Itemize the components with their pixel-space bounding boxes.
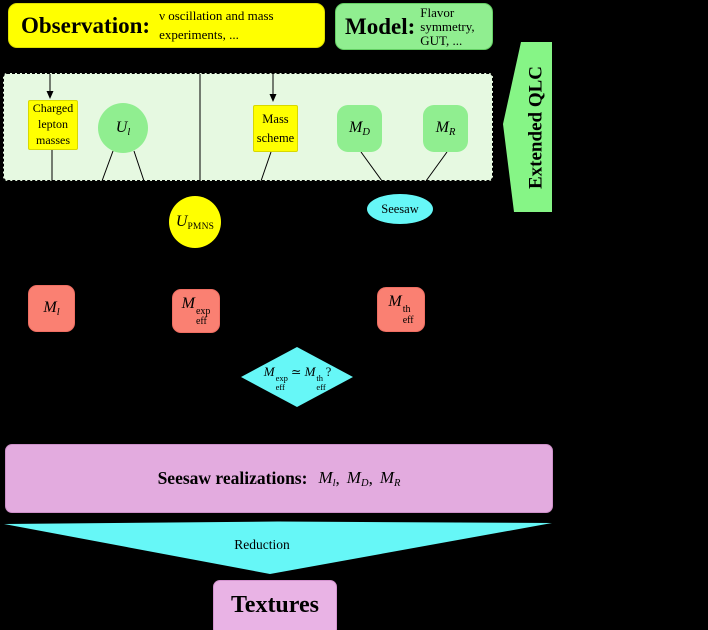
meff-th-base: M <box>388 293 402 310</box>
compare-rhs-sup: th <box>316 373 324 383</box>
edge-md-to-seesaw <box>360 151 383 182</box>
mr-sub: R <box>448 127 456 138</box>
seesaw-label: Seesaw <box>381 201 419 216</box>
sr-sep1: , <box>335 468 340 488</box>
compare-rhs-base: M <box>304 364 316 379</box>
md-sub: D <box>362 127 370 138</box>
compare-lhs-sub: eff <box>275 381 285 392</box>
meff-exp-sup: exp <box>195 305 211 317</box>
mr-label: MR <box>436 119 456 138</box>
model-box: Model: Flavor symmetry, GUT, ... <box>335 3 493 50</box>
meff-exp-sub: eff <box>195 316 207 327</box>
md-label: MD <box>349 119 370 138</box>
sr-m1-sub: l <box>332 478 336 489</box>
charged-line3: masses <box>36 132 70 147</box>
charged-line1: Charged <box>32 101 74 116</box>
model-desc-line3: GUT, ... <box>420 33 463 49</box>
upmns-sub: PMNS <box>187 221 215 232</box>
ul-label: Ul <box>116 119 130 138</box>
model-title: Model: <box>345 13 416 39</box>
model-desc-line1: Flavor <box>420 4 455 20</box>
ul-sub: l <box>127 126 131 138</box>
sr-sep2: , <box>368 468 373 488</box>
textures-box: Textures <box>213 580 337 630</box>
mr-base: M <box>435 119 449 136</box>
charged-line2: lepton <box>38 117 68 132</box>
mr-node: MR <box>423 105 468 152</box>
meff-exp-base: M <box>181 294 195 312</box>
charged-lepton-masses-label: Charged lepton masses <box>33 101 73 148</box>
seesaw-realizations-box: Seesaw realizations: Ml, MD, MR <box>5 444 553 513</box>
sr-m2-base: M <box>346 468 361 487</box>
sr-m2-sub: D <box>360 478 369 489</box>
upmns-base: U <box>175 212 188 230</box>
mass-scheme-label: Mass scheme <box>257 110 294 148</box>
seesaw-realizations-title: Seesaw realizations: <box>157 468 308 488</box>
compare-rhs-sub: eff <box>316 381 326 392</box>
charged-lepton-masses-box: Charged lepton masses <box>28 100 78 150</box>
observation-box: Observation: ν oscillation and mass expe… <box>8 3 325 48</box>
arrowhead-mass-scheme <box>269 94 277 102</box>
ul-node: Ul <box>98 103 148 153</box>
reduction-label: Reduction <box>234 537 290 552</box>
compare-relation: ≃ <box>290 365 302 379</box>
meff-th-sub: eff <box>402 314 414 326</box>
sr-m3-base: M <box>379 468 394 487</box>
upmns-node: UPMNS <box>169 196 221 248</box>
extended-qlc-arrow <box>503 42 552 212</box>
observation-title: Observation: <box>21 12 151 38</box>
compare-diamond <box>241 347 353 407</box>
seesaw-realizations-m1: Ml <box>318 468 335 489</box>
extended-qlc-label: Extended QLC <box>525 66 547 189</box>
ul-base: U <box>115 118 128 136</box>
model-desc-line2: symmetry, <box>420 18 475 34</box>
mass-scheme-line1: Mass <box>262 111 289 126</box>
mass-scheme-line2: scheme <box>256 130 295 145</box>
edge-mr-to-seesaw <box>425 151 448 182</box>
md-node: MD <box>337 105 382 152</box>
dashed-panel <box>3 73 493 181</box>
compare-question: ? <box>325 365 332 379</box>
observation-desc-line1: ν oscillation and mass <box>159 8 274 24</box>
model-desc: Flavor symmetry, GUT, ... <box>420 5 474 49</box>
sr-m1-base: M <box>318 468 333 487</box>
seesaw-node: Seesaw <box>367 194 433 224</box>
ml-sub: l <box>56 307 60 318</box>
observation-desc: ν oscillation and mass experiments, ... <box>159 6 274 45</box>
md-base: M <box>349 119 363 136</box>
mass-scheme-box: Mass scheme <box>253 105 298 152</box>
edge-ul-right <box>133 150 145 182</box>
reduction-arrow <box>4 521 552 574</box>
seesaw-realizations-m2: MD <box>347 468 369 489</box>
ml-base: M <box>43 299 57 316</box>
ml-box: Ml <box>28 285 75 332</box>
edge-ul-left <box>101 150 114 182</box>
ml-label: Ml <box>43 299 59 318</box>
observation-desc-line2: experiments, ... <box>159 27 239 42</box>
textures-label: Textures <box>230 592 319 618</box>
compare-lhs-base: M <box>263 364 275 379</box>
arrowhead-charged-lepton <box>46 91 54 99</box>
compare-lhs-sup: exp <box>275 373 288 383</box>
meff-th-sup: th <box>402 304 411 315</box>
upmns-label: UPMNS <box>176 213 214 232</box>
seesaw-realizations-m3: MR <box>380 468 401 489</box>
edge-mass-scheme-down <box>260 151 272 182</box>
sr-m3-sub: R <box>393 478 401 489</box>
